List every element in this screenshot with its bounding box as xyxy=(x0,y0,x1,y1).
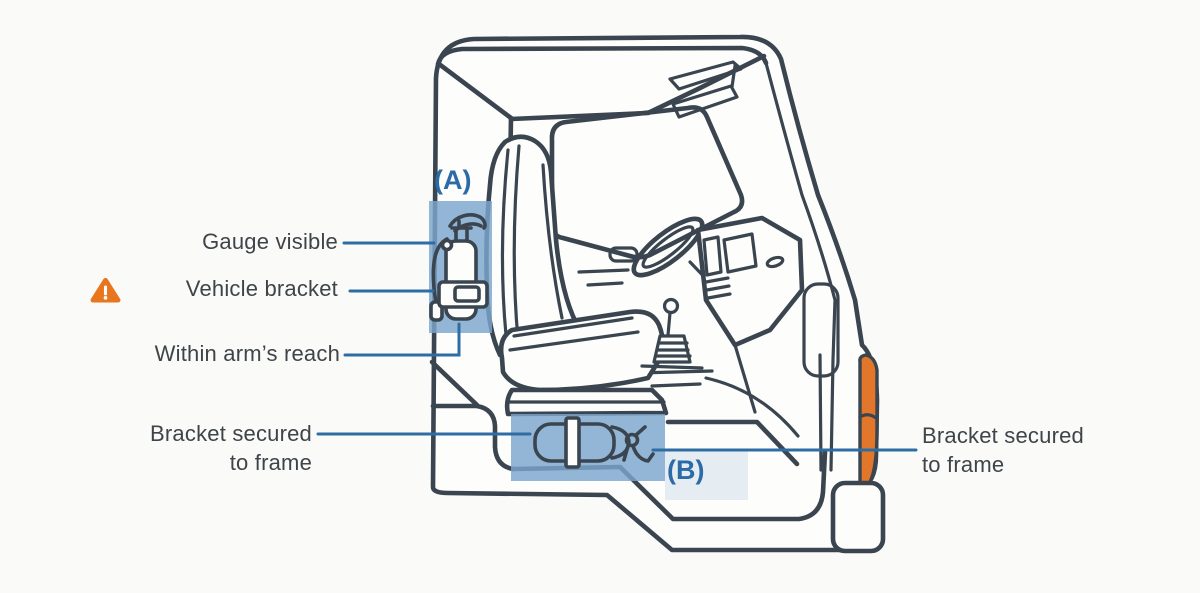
marker-light xyxy=(858,353,879,490)
label-region-a: (A) xyxy=(434,165,472,195)
door-panel xyxy=(577,246,840,378)
sun-visor xyxy=(668,60,743,119)
label-vehicle-bracket-text: Vehicle bracket xyxy=(185,276,338,301)
door-handle xyxy=(608,246,639,263)
label-region-b: (B) xyxy=(667,455,705,485)
label-bracket-secured-left: Bracket secured to frame xyxy=(120,419,312,477)
dashboard-vent xyxy=(702,235,723,277)
highlight-region-b-label-panel xyxy=(665,449,748,500)
driver-seat xyxy=(484,134,669,417)
warning-triangle-icon xyxy=(90,277,121,303)
fire-extinguisher-vertical-icon xyxy=(429,213,489,322)
dashboard xyxy=(695,215,805,414)
fire-extinguisher-horizontal-icon xyxy=(533,416,655,469)
gear-shifter xyxy=(640,297,704,370)
label-bracket-secured-left-line1: Bracket secured xyxy=(150,421,312,446)
leader-lines xyxy=(316,241,918,452)
label-gauge-visible: Gauge visible xyxy=(202,229,338,254)
door-window xyxy=(549,105,745,260)
label-bracket-secured-right: Bracket secured to frame xyxy=(922,421,1142,479)
dashboard-screen xyxy=(722,232,758,274)
label-within-arms-reach: Within arm’s reach xyxy=(154,341,340,366)
label-bracket-secured-right-line1: Bracket secured xyxy=(922,423,1084,448)
label-vehicle-bracket: Vehicle bracket xyxy=(90,276,338,303)
leader-line-within-arms-reach xyxy=(343,322,461,357)
label-bracket-secured-left-line2: to frame xyxy=(229,450,312,475)
entry-step xyxy=(830,480,886,554)
label-bracket-secured-right-line2: to frame xyxy=(922,452,1005,477)
